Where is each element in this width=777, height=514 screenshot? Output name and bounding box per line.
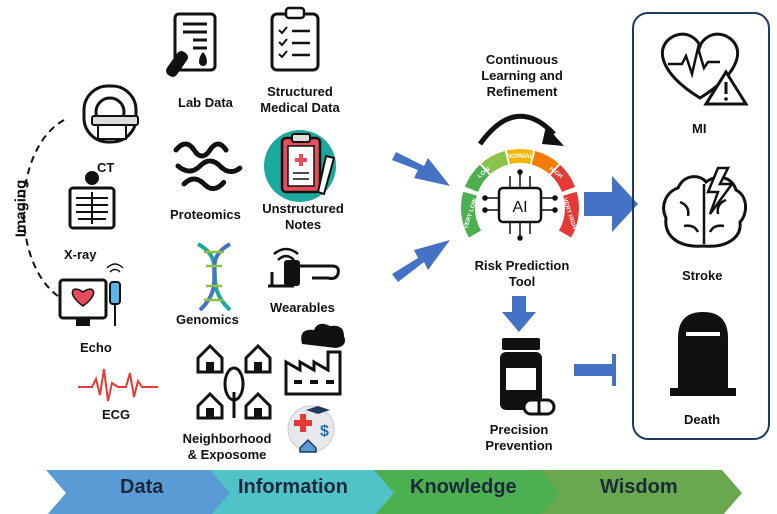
- gauge-segment: [481, 151, 509, 175]
- stage-knowledge-chevron: [374, 470, 572, 514]
- gauge-segment: [531, 151, 559, 175]
- svg-text:$: $: [320, 423, 329, 440]
- wearables-label: Wearables: [270, 300, 335, 315]
- ai-chip-label: AI: [512, 199, 527, 216]
- xray-icon: [68, 171, 116, 230]
- xray-label: X-ray: [64, 247, 97, 262]
- learning-loop-label: Continuous Learning and Refinement: [481, 52, 563, 99]
- refinement-loop-arrow-icon: [477, 113, 564, 146]
- stage-data-label: Data: [120, 476, 164, 498]
- gauge-segment: [464, 164, 490, 193]
- gauge-segment: [558, 191, 579, 238]
- gauge-segment: [506, 149, 534, 165]
- medication-bottle-icon: [500, 338, 556, 416]
- echo-label: Echo: [80, 340, 112, 355]
- heart-warning-icon: [660, 32, 749, 106]
- ecg-label: ECG: [102, 407, 131, 422]
- ecg-waveform-icon: [78, 368, 158, 402]
- stage-information-label: Information: [238, 476, 348, 498]
- ct-label: CT: [97, 160, 115, 175]
- checklist-clipboard-icon: [270, 6, 320, 72]
- wearable-wrist-icon: [268, 247, 340, 288]
- unstructured-notes-label: Unstructured Notes: [262, 201, 344, 232]
- outcome-stroke-label: Stroke: [682, 268, 723, 283]
- dna-helix-icon: [196, 242, 232, 312]
- brain-stroke-icon: [662, 166, 747, 248]
- stage-data-chevron: [46, 470, 242, 514]
- stage-wisdom-chevron: [540, 470, 742, 514]
- gauge-segment: [461, 191, 482, 238]
- risk-gauge-icon: VERY LOW LOW NORMAL HIGH VERY HIGH AI: [461, 149, 579, 241]
- lab-data-label: Lab Data: [178, 95, 233, 110]
- stage-wisdom-label: Wisdom: [600, 476, 678, 498]
- social-determinants-icon: $: [287, 405, 335, 453]
- gauge-segment: [550, 164, 576, 193]
- precision-prevention-label: Precision Prevention: [485, 422, 553, 453]
- outcomes-panel: [632, 12, 770, 440]
- protein-chain-icon: [173, 141, 243, 191]
- medical-notes-icon: [264, 130, 336, 202]
- factory-pollution-icon: [284, 323, 345, 396]
- structured-data-label: Structured Medical Data: [260, 84, 340, 115]
- gauge-label-normal: NORMAL: [507, 154, 534, 160]
- outcome-mi-label: MI: [692, 121, 707, 136]
- lab-clipboard-icon: [166, 12, 217, 77]
- neighborhood-exposome-label: Neighborhood & Exposome: [182, 431, 272, 462]
- ct-scanner-icon: [82, 84, 139, 144]
- genomics-label: Genomics: [176, 312, 239, 327]
- echo-monitor-icon: [58, 263, 124, 326]
- proteomics-label: Proteomics: [170, 207, 241, 222]
- neighborhood-houses-icon: [196, 343, 272, 420]
- stage-knowledge-label: Knowledge: [410, 476, 517, 498]
- outcome-death-label: Death: [684, 412, 721, 427]
- risk-tool-label: Risk Prediction Tool: [474, 258, 570, 289]
- tombstone-icon: [670, 312, 736, 396]
- stage-information-chevron: [210, 470, 406, 514]
